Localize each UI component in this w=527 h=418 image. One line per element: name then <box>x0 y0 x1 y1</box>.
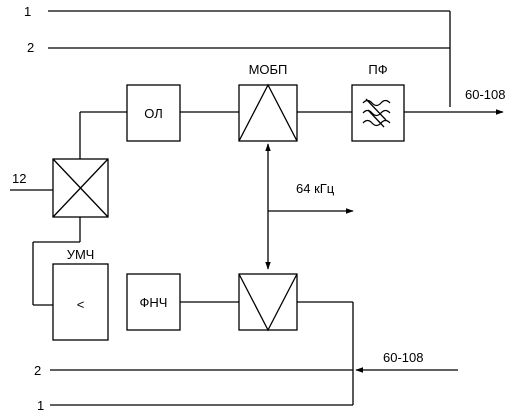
fnch-block <box>126 273 181 331</box>
ol-label: ОЛ <box>144 106 163 121</box>
filter-wave-icon <box>362 98 391 128</box>
umch-symbol: < <box>77 297 85 312</box>
fnch-label: ФНЧ <box>140 295 168 310</box>
mixer-block <box>52 158 109 218</box>
umch-block <box>52 263 109 341</box>
label-output-top: 60-108 <box>465 87 505 102</box>
wire-umch-to-mixer <box>32 217 81 306</box>
mobp-label: МОБП <box>249 62 288 77</box>
ol-block <box>126 84 181 142</box>
wire-line-1-top <box>48 10 451 107</box>
wire-mixer-to-ol <box>79 111 127 159</box>
label-line-2-top: 2 <box>27 40 34 55</box>
mobp-block <box>238 83 298 142</box>
wire-demod-to-line-1 <box>297 301 354 405</box>
label-input-bottom: 60-108 <box>383 350 423 365</box>
label-carrier: 64 кГц <box>296 181 335 196</box>
umch-label: УМЧ <box>67 247 95 262</box>
label-line-2-bottom: 2 <box>34 363 41 378</box>
pf-label: ПФ <box>368 62 387 77</box>
label-input-12: 12 <box>12 171 26 186</box>
label-line-1-bottom: 1 <box>37 398 44 413</box>
pf-block <box>351 84 405 142</box>
label-line-1-top: 1 <box>24 4 31 19</box>
demodulator-block <box>238 273 298 332</box>
